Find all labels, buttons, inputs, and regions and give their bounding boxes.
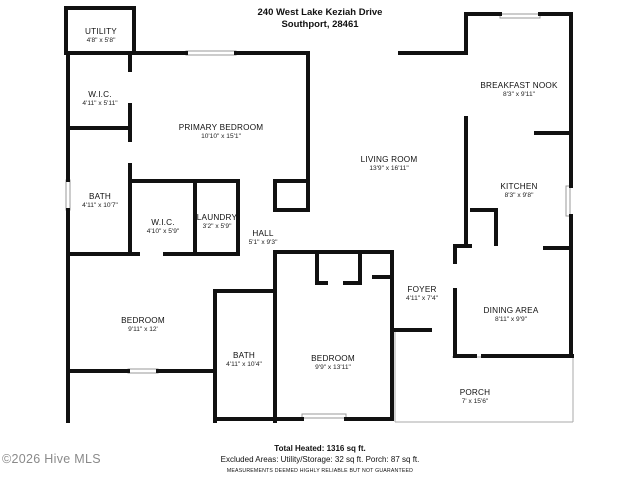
porch-outline: [394, 330, 574, 423]
walls: [64, 6, 574, 423]
wic-2-dims: 4'10" x 5'9": [147, 228, 180, 235]
bedroom-1-dims: 9'11" x 12': [128, 326, 158, 333]
bedroom-1-name: BEDROOM: [121, 316, 165, 325]
porch-dims: 7' x 15'6": [462, 398, 489, 405]
foyer-name: FOYER: [407, 285, 436, 294]
address-line: 240 West Lake Keziah Drive: [257, 7, 383, 18]
excluded-areas: Excluded Areas: Utility/Storage: 32 sq f…: [220, 455, 420, 464]
hall-dims: 5'1" x 9'3": [249, 239, 278, 246]
disclaimer: MEASUREMENTS DEEMED HIGHLY RELIABLE BUT …: [226, 468, 414, 474]
porch-name: PORCH: [460, 388, 491, 397]
bedroom-2-dims: 9'9" x 13'11": [315, 364, 351, 371]
dining-area-name: DINING AREA: [484, 306, 539, 315]
primary-bedroom-name: PRIMARY BEDROOM: [179, 123, 264, 132]
living-room-name: LIVING ROOM: [361, 155, 418, 164]
kitchen-name: KITCHEN: [500, 182, 537, 191]
laundry-name: LAUNDRY: [197, 213, 238, 222]
primary-bedroom-dims: 10'10" x 15'1": [201, 133, 241, 140]
wic-1-dims: 4'11" x 5'11": [82, 100, 118, 107]
watermark: ©2026 Hive MLS: [2, 452, 101, 466]
room-labels: UTILITY 4'8" x 5'8" W.I.C. 4'11" x 5'11"…: [82, 27, 558, 405]
bath-1-dims: 4'11" x 10'7": [82, 202, 118, 209]
wic-2-name: W.I.C.: [151, 218, 175, 227]
city-line: Southport, 28461: [281, 19, 359, 30]
breakfast-nook-dims: 8'3" x 9'11": [503, 91, 536, 98]
living-room-dims: 13'9" x 16'11": [369, 165, 409, 172]
hall-name: HALL: [252, 229, 274, 238]
utility-dims: 4'8" x 5'8": [87, 37, 116, 44]
breakfast-nook-name: BREAKFAST NOOK: [480, 81, 558, 90]
foyer-dims: 4'11" x 7'4": [406, 295, 439, 302]
bath-2-dims: 4'11" x 10'4": [226, 361, 262, 368]
wic-1-name: W.I.C.: [88, 90, 112, 99]
utility-name: UTILITY: [85, 27, 117, 36]
total-heated: Total Heated: 1316 sq ft.: [274, 444, 366, 453]
bath-1-name: BATH: [89, 192, 111, 201]
bedroom-2-name: BEDROOM: [311, 354, 355, 363]
bath-2-name: BATH: [233, 351, 255, 360]
laundry-dims: 3'2" x 5'9": [203, 223, 232, 230]
dining-area-dims: 8'11" x 9'9": [495, 316, 528, 323]
kitchen-dims: 8'3" x 9'8": [505, 192, 534, 199]
